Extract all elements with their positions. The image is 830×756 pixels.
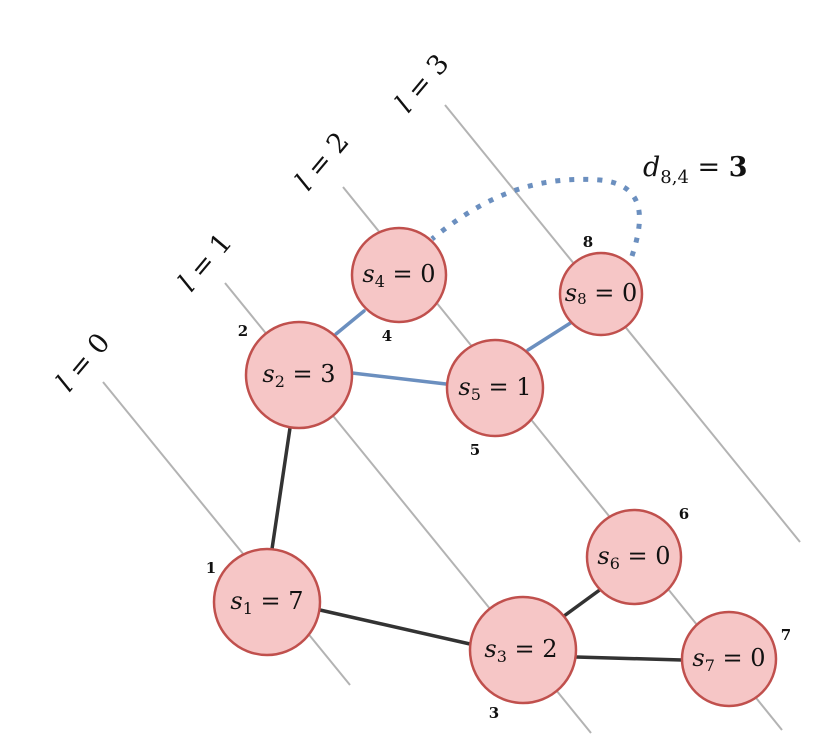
node-index-2: 2 xyxy=(238,322,248,340)
edge-3-7 xyxy=(574,655,684,662)
node-1: s1 = 7 xyxy=(212,547,322,657)
node-label: s8 = 0 xyxy=(565,279,638,309)
node-label: s6 = 0 xyxy=(597,542,670,573)
node-7: s7 = 0 xyxy=(680,610,778,708)
node-circle xyxy=(244,320,354,430)
node-circle xyxy=(680,610,778,708)
node-5: s5 = 1 xyxy=(445,338,545,438)
level-line-0 xyxy=(102,381,351,686)
level-label-3: l = 3 xyxy=(389,48,455,118)
node-2: s2 = 3 xyxy=(244,320,354,430)
node-3: s3 = 2 xyxy=(468,595,578,705)
node-label: s2 = 3 xyxy=(262,360,335,391)
level-labels: l = 0 l = 1 l = 2 l = 3 xyxy=(50,48,455,397)
node-4: s4 = 0 xyxy=(350,226,448,324)
edge-3-6 xyxy=(562,587,603,618)
node-label: s7 = 0 xyxy=(692,644,765,675)
node-circle xyxy=(468,595,578,705)
node-6: s6 = 0 xyxy=(585,508,683,606)
node-index-3: 3 xyxy=(489,704,499,722)
edge-2-5 xyxy=(350,371,448,386)
node-label: s4 = 0 xyxy=(362,260,435,291)
node-circle xyxy=(558,251,644,337)
node-label: s1 = 7 xyxy=(230,587,303,618)
node-circle xyxy=(350,226,448,324)
node-circle xyxy=(585,508,683,606)
node-index-6: 6 xyxy=(679,505,689,523)
node-circle xyxy=(445,338,545,438)
edge-2-4 xyxy=(334,309,366,336)
edge-1-3 xyxy=(318,608,472,646)
level-label-2: l = 2 xyxy=(289,126,355,196)
nodes: s1 = 7 s2 = 3 s3 = 2 s4 = 0 s5 = 1 xyxy=(212,226,778,708)
edge-1-2 xyxy=(270,426,292,551)
node-label: s5 = 1 xyxy=(458,373,531,404)
distance-label: d8,4 = 3 xyxy=(643,152,748,188)
edge-5-8 xyxy=(526,320,574,352)
node-index-7: 7 xyxy=(781,626,791,644)
node-circle xyxy=(212,547,322,657)
node-index-4: 4 xyxy=(382,327,392,345)
node-index-5: 5 xyxy=(470,441,480,459)
node-label: s3 = 2 xyxy=(484,635,557,666)
node-index-1: 1 xyxy=(206,559,216,577)
edges xyxy=(270,309,684,662)
distance-path xyxy=(430,176,642,257)
node-indices: 1 2 3 4 5 6 7 8 xyxy=(206,233,791,722)
node-8: s8 = 0 xyxy=(558,251,644,337)
node-index-8: 8 xyxy=(583,233,593,251)
